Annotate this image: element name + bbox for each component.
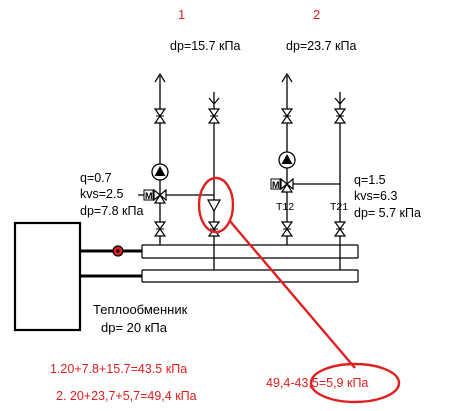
circuit-1-number: 1 bbox=[178, 7, 186, 22]
circuit-2-number: 2 bbox=[313, 7, 321, 22]
tag-t21: T21 bbox=[330, 201, 349, 213]
highlight-ellipse-result bbox=[309, 362, 401, 404]
calculation-circuit-1: 1.20+7.8+15.7=43.5 кПа bbox=[50, 362, 188, 376]
highlight-ellipse-valve bbox=[197, 176, 235, 234]
circuit-1-supply-riser bbox=[138, 72, 169, 245]
pressure-difference-result: 49,4-43,5=5,9 кПа bbox=[266, 376, 369, 390]
supply-header bbox=[141, 244, 359, 259]
valve-2-kvs: kvs=6.3 bbox=[354, 189, 398, 203]
exchanger-pressure-drop: dp= 20 кПа bbox=[101, 320, 167, 335]
valve-1-flow: q=0.7 bbox=[80, 171, 112, 185]
exchanger-name: Теплообменник bbox=[93, 302, 188, 317]
heat-exchanger-box bbox=[13, 221, 82, 332]
circuit-2-supply-riser bbox=[278, 72, 296, 245]
circuit-1-actuator-mark: M bbox=[145, 191, 153, 201]
circuit-1-return-riser bbox=[206, 92, 222, 270]
valve-2-flow: q=1.5 bbox=[354, 173, 386, 187]
circuit-2-pressure-drop: dp=23.7 кПа bbox=[286, 39, 357, 53]
circuit-1-three-way-valve: M bbox=[143, 188, 167, 204]
tag-t12: T12 bbox=[276, 201, 295, 213]
calculation-circuit-2: 2. 20+23,7+5,7=49,4 кПа bbox=[56, 389, 197, 403]
return-header bbox=[141, 269, 359, 283]
highlight-connector bbox=[228, 219, 356, 369]
circuit-1-pressure-drop: dp=15.7 кПа bbox=[170, 39, 241, 53]
circuit-2-return-riser bbox=[334, 92, 346, 270]
valve-2-pressure-drop: dp= 5.7 кПа bbox=[354, 206, 421, 220]
circuit-2-actuator-mark: M bbox=[272, 180, 280, 190]
circuit-2-three-way-valve: M bbox=[270, 177, 294, 193]
valve-1-kvs: kvs=2.5 bbox=[80, 187, 124, 201]
valve-1-pressure-drop: dp=7.8 кПа bbox=[80, 204, 144, 218]
